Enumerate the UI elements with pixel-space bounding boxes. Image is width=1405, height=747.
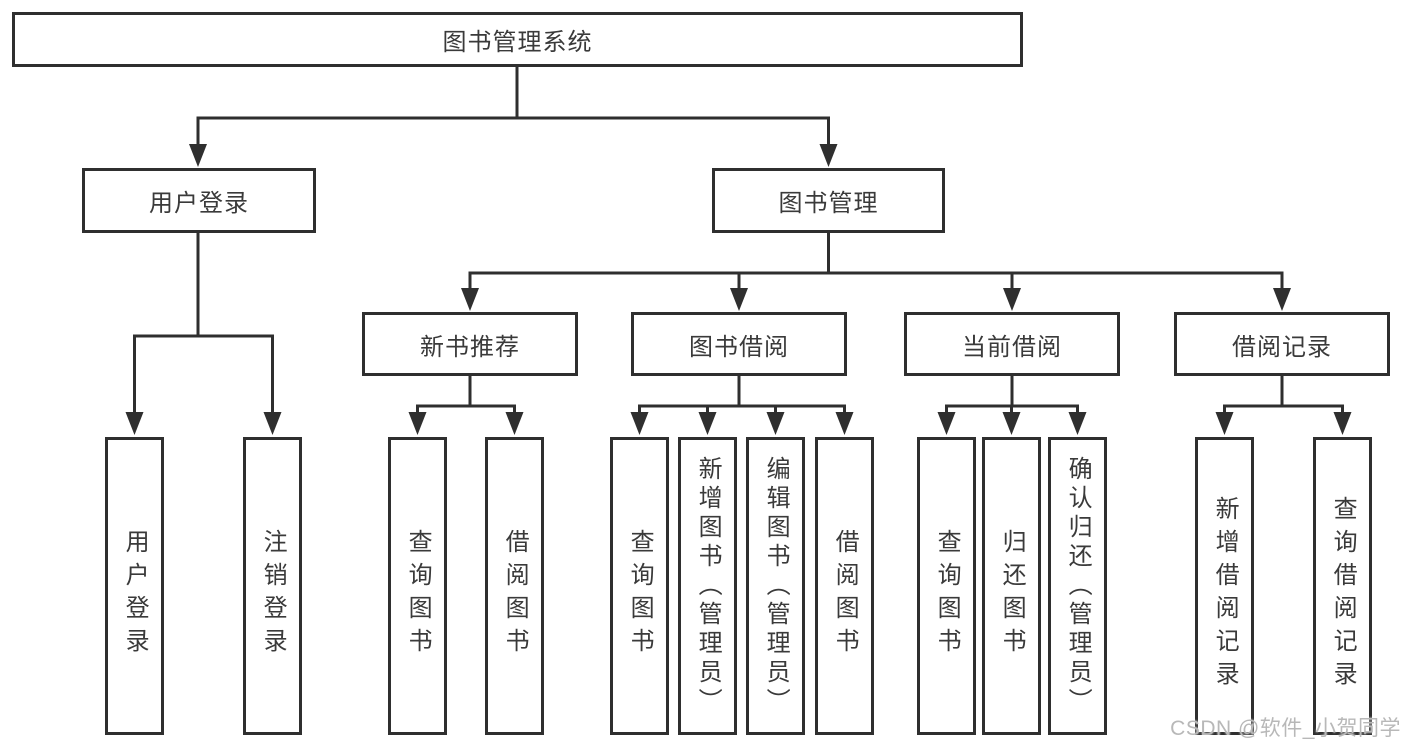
node-book-management: 图书管理 xyxy=(712,168,945,233)
leaf-borrow-books-borrowing-label: 借阅图书 xyxy=(831,529,859,661)
leaf-query-books-borrowing: 查询图书 xyxy=(610,437,669,735)
leaf-add-book-admin-label: 新增图书（管理员） xyxy=(694,455,722,717)
node-new-book-recommend: 新书推荐 xyxy=(362,312,578,376)
leaf-query-books-recommend-label: 查询图书 xyxy=(404,529,432,661)
node-root-label: 图书管理系统 xyxy=(442,29,593,56)
leaf-confirm-return-admin-label: 确认归还（管理员） xyxy=(1064,455,1092,717)
leaf-query-books-borrowing-label: 查询图书 xyxy=(626,529,654,661)
csdn-watermark: CSDN @软件_小贺同学 xyxy=(1170,717,1401,740)
leaf-logout-label: 注销登录 xyxy=(259,529,287,661)
leaf-user-login: 用户登录 xyxy=(105,437,164,735)
node-current-borrowing: 当前借阅 xyxy=(904,312,1120,376)
leaf-return-book: 归还图书 xyxy=(982,437,1041,735)
leaf-edit-book-admin-label: 编辑图书（管理员） xyxy=(762,455,790,717)
node-user-login-label: 用户登录 xyxy=(149,190,249,217)
node-user-login: 用户登录 xyxy=(82,168,316,233)
node-book-borrowing-label: 图书借阅 xyxy=(689,333,789,361)
leaf-query-books-current: 查询图书 xyxy=(917,437,976,735)
leaf-query-books-current-label: 查询图书 xyxy=(933,529,961,661)
leaf-add-book-admin: 新增图书（管理员） xyxy=(678,437,737,735)
leaf-add-borrow-record-label: 新增借阅记录 xyxy=(1211,496,1239,694)
node-borrowing-records-label: 借阅记录 xyxy=(1232,333,1332,361)
leaf-query-borrow-record-label: 查询借阅记录 xyxy=(1329,496,1357,694)
leaf-user-login-label: 用户登录 xyxy=(121,529,149,661)
leaf-query-books-recommend: 查询图书 xyxy=(388,437,447,735)
node-new-book-recommend-label: 新书推荐 xyxy=(420,333,520,361)
leaf-confirm-return-admin: 确认归还（管理员） xyxy=(1048,437,1107,735)
node-root: 图书管理系统 xyxy=(12,12,1023,67)
leaf-add-borrow-record: 新增借阅记录 xyxy=(1195,437,1254,735)
node-borrowing-records: 借阅记录 xyxy=(1174,312,1390,376)
leaf-query-borrow-record: 查询借阅记录 xyxy=(1313,437,1372,735)
leaf-borrow-books-borrowing: 借阅图书 xyxy=(815,437,874,735)
node-book-management-label: 图书管理 xyxy=(778,190,879,217)
leaf-edit-book-admin: 编辑图书（管理员） xyxy=(746,437,805,735)
leaf-borrow-books-recommend-label: 借阅图书 xyxy=(501,529,529,661)
leaf-logout: 注销登录 xyxy=(243,437,302,735)
node-current-borrowing-label: 当前借阅 xyxy=(962,333,1062,361)
leaf-return-book-label: 归还图书 xyxy=(998,529,1026,661)
leaf-borrow-books-recommend: 借阅图书 xyxy=(485,437,544,735)
arrowheads xyxy=(125,144,1352,435)
node-book-borrowing: 图书借阅 xyxy=(631,312,847,376)
